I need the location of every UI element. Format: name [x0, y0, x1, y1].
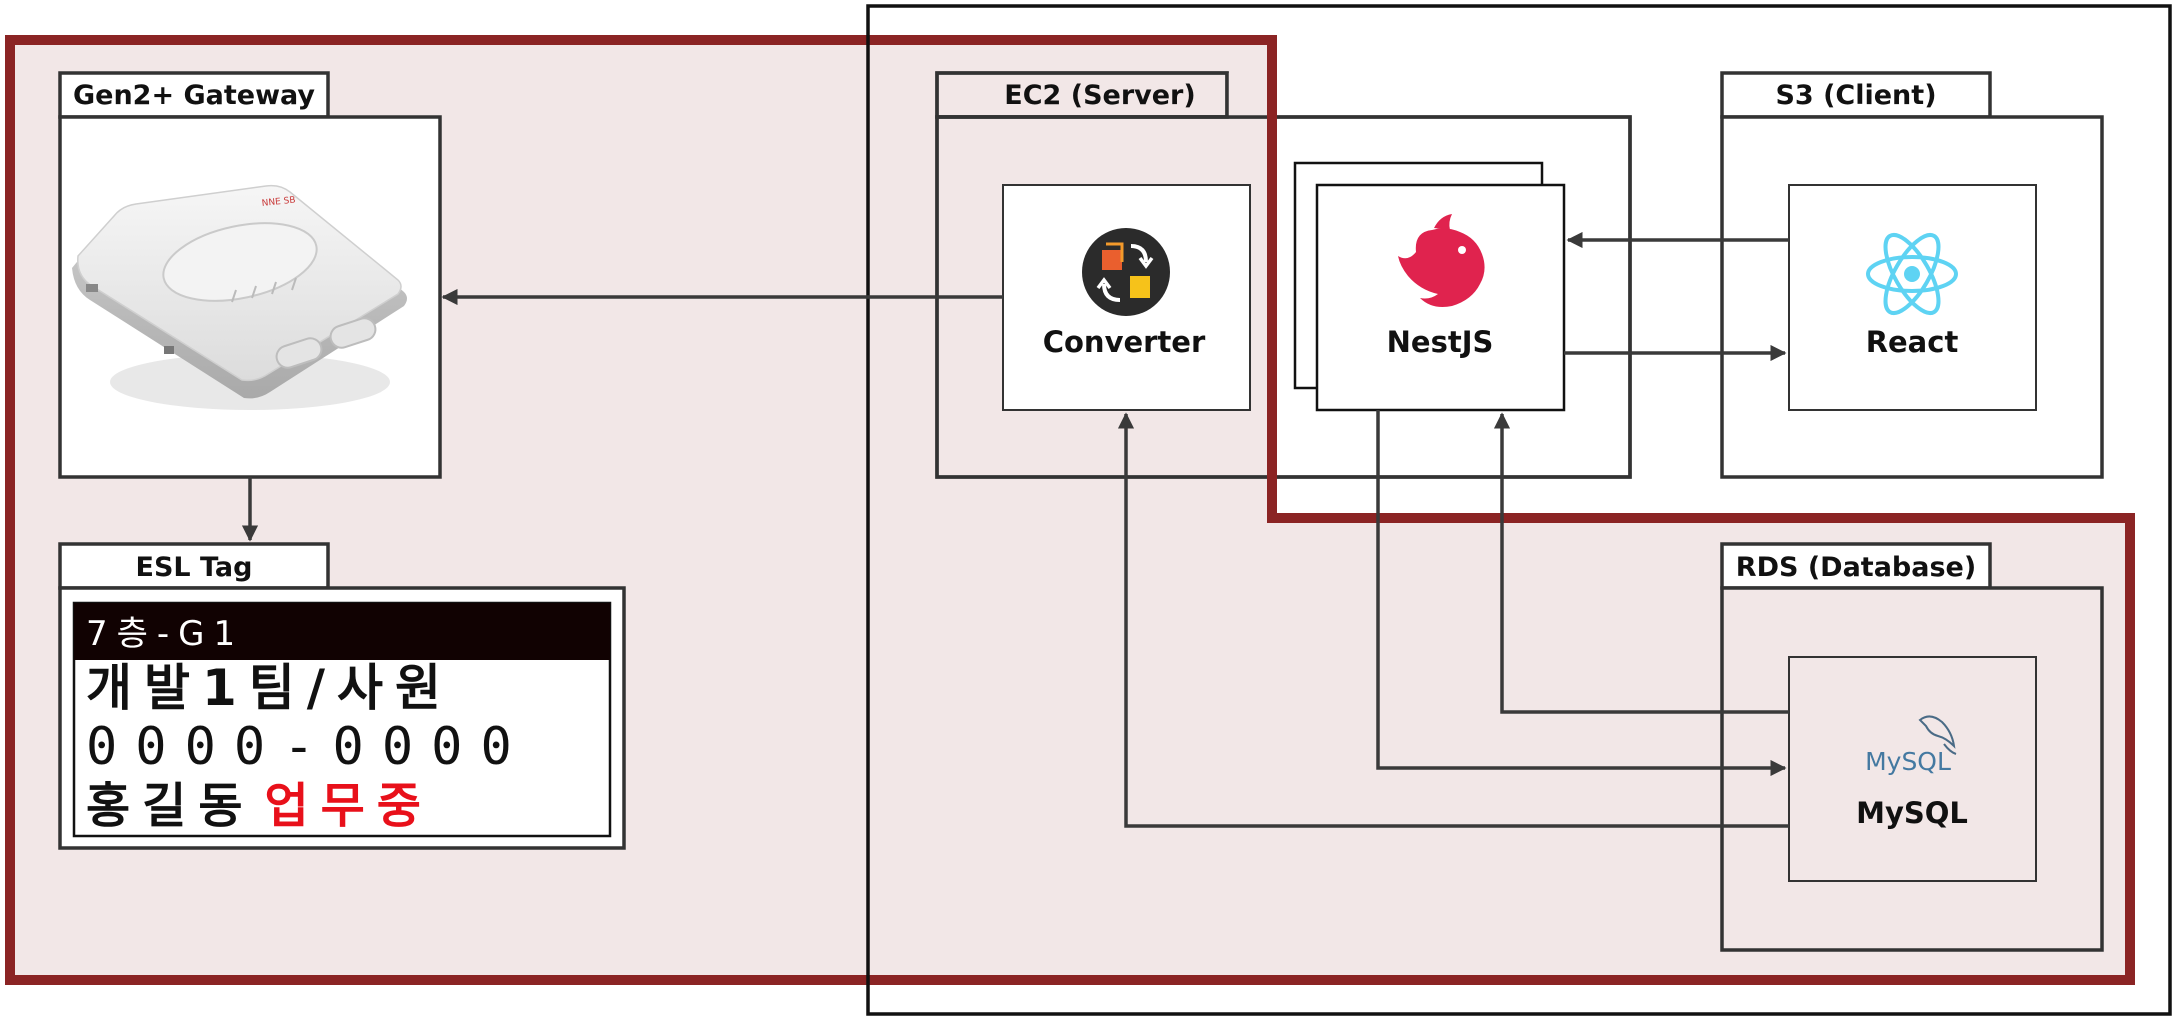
rds-title: RDS (Database): [1736, 552, 1976, 583]
esl-line-team: 개발1팀/사원: [86, 659, 453, 717]
react-icon: [1866, 232, 1958, 316]
esl-status: 업무중: [264, 778, 432, 834]
rds-node: RDS (Database) MySQL MySQL: [1720, 542, 2104, 952]
converter-node: Converter: [1002, 184, 1251, 411]
ec2-title-overlay: EC2 (Server): [1004, 80, 1195, 111]
gateway-device-image: NNE SB: [72, 184, 407, 410]
device-brand-mark: NNE SB: [261, 195, 296, 208]
gateway-title: Gen2+ Gateway: [73, 80, 315, 111]
connectors: [241, 231, 1789, 828]
nestjs-icon: [1398, 214, 1485, 307]
converter-icon: [1082, 228, 1170, 316]
arrow-mysql-to-converter: [1117, 412, 1789, 828]
cloud-boundary: [866, 4, 2172, 1016]
mysql-logo-text: MySQL: [1865, 747, 1951, 776]
gateway-node: Gen2+ Gateway NNE SB: [58, 71, 442, 479]
react-label: React: [1866, 325, 1959, 359]
arrow-mysql-to-nestjs: [1493, 412, 1789, 714]
nestjs-node: NestJS: [1293, 161, 1566, 412]
nestjs-label: NestJS: [1387, 325, 1494, 359]
mysql-icon: MySQL: [1865, 715, 1957, 776]
converter-label: Converter: [1043, 325, 1206, 359]
s3-title: S3 (Client): [1775, 80, 1936, 111]
esl-line-phone: 0000-0000: [86, 717, 530, 777]
arrow-nestjs-to-mysql: [1376, 410, 1787, 777]
esl-title: ESL Tag: [136, 552, 253, 583]
mysql-label: MySQL: [1856, 796, 1968, 830]
esl-line-location: 7층-G1: [86, 614, 244, 654]
s3-node: S3 (Client) React: [1720, 71, 2104, 479]
esl-name: 홍길동: [86, 778, 254, 834]
